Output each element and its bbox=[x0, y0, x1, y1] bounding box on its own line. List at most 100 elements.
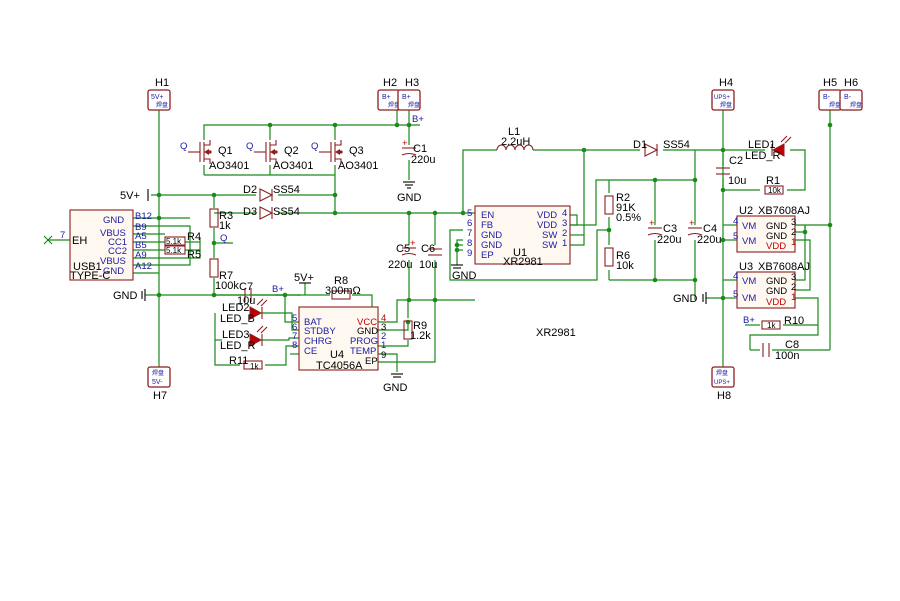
svg-text:GND: GND bbox=[452, 270, 477, 282]
usb-typec-connector: EH 7 USB1 TYPE-C GND VBUS CC1 CC2 VBUS G… bbox=[43, 209, 152, 282]
led-led1: LED1 LED_R bbox=[745, 135, 792, 162]
svg-text:1.2k: 1.2k bbox=[410, 330, 431, 342]
svg-text:UPS+: UPS+ bbox=[714, 380, 730, 386]
svg-text:A9: A9 bbox=[135, 250, 147, 261]
cap-c2: C2 10u bbox=[716, 155, 746, 187]
svg-text:A5: A5 bbox=[135, 231, 147, 242]
svg-text:CC2: CC2 bbox=[108, 246, 127, 257]
inductor-l1: L1 2.2uH bbox=[496, 126, 534, 151]
cap-c4: + C4 220u bbox=[687, 218, 721, 246]
ic-u2-xb7608aj: U2 XB7608AJ VM VM 4 5 GND GND VDD 3 2 1 bbox=[733, 205, 810, 253]
gnd-left: GND bbox=[113, 289, 146, 302]
svg-text:10u: 10u bbox=[237, 295, 255, 307]
hole-h4: H4 UPS+ 焊盘 bbox=[711, 77, 735, 111]
svg-text:LED_R: LED_R bbox=[220, 340, 256, 352]
svg-text:XR2981: XR2981 bbox=[503, 256, 543, 268]
svg-text:焊盘: 焊盘 bbox=[156, 101, 168, 109]
svg-text:2: 2 bbox=[562, 228, 567, 239]
svg-text:XB7608AJ: XB7608AJ bbox=[758, 205, 810, 217]
svg-text:10k: 10k bbox=[768, 186, 782, 195]
svg-text:U3: U3 bbox=[739, 261, 753, 273]
svg-text:8: 8 bbox=[467, 238, 472, 249]
ic-u3-xb7608aj: U3 XB7608AJ VM VM 4 5 GND GND VDD 3 2 1 bbox=[733, 261, 810, 309]
svg-text:220u: 220u bbox=[388, 259, 412, 271]
svg-text:1: 1 bbox=[791, 237, 796, 248]
svg-text:10u: 10u bbox=[728, 175, 746, 187]
svg-text:VDD: VDD bbox=[537, 220, 557, 231]
svg-text:TEMP: TEMP bbox=[350, 346, 376, 357]
svg-text:R5: R5 bbox=[187, 249, 201, 261]
svg-text:1: 1 bbox=[562, 238, 567, 249]
svg-text:1k: 1k bbox=[767, 321, 776, 330]
svg-text:4: 4 bbox=[733, 271, 738, 282]
svg-text:2: 2 bbox=[791, 227, 796, 238]
svg-text:B12: B12 bbox=[135, 211, 152, 222]
cap-c7: C7 10u bbox=[214, 281, 258, 307]
cap-c1: + C1 220u bbox=[401, 138, 435, 166]
svg-text:H2: H2 bbox=[383, 77, 397, 89]
svg-text:H4: H4 bbox=[719, 77, 733, 89]
svg-text:R3: R3 bbox=[219, 210, 233, 222]
svg-text:C8: C8 bbox=[785, 339, 799, 351]
gnd-c1: GND bbox=[397, 181, 422, 204]
net-bplus-r10: B+ bbox=[743, 315, 755, 326]
led-led2: LED2 LED_B bbox=[220, 298, 268, 325]
led-led3: LED3 LED_R bbox=[220, 325, 268, 352]
svg-text:GND: GND bbox=[673, 293, 698, 305]
svg-text:LED2: LED2 bbox=[222, 302, 250, 314]
svg-text:Q3: Q3 bbox=[349, 145, 364, 157]
gnd-u1: GND bbox=[451, 264, 477, 282]
svg-text:1k: 1k bbox=[219, 220, 231, 232]
resistor-r8: R8 300mΩ bbox=[325, 275, 361, 300]
svg-text:300mΩ: 300mΩ bbox=[325, 285, 361, 297]
svg-text:5V+: 5V+ bbox=[120, 190, 140, 202]
resistor-r11: R11 1k bbox=[229, 355, 263, 371]
svg-text:5V-: 5V- bbox=[152, 379, 163, 386]
svg-text:2: 2 bbox=[381, 331, 386, 342]
svg-text:SS54: SS54 bbox=[663, 139, 690, 151]
diode-d1: D1 SS54 bbox=[633, 139, 690, 157]
svg-text:B9: B9 bbox=[135, 222, 147, 233]
svg-text:C4: C4 bbox=[703, 223, 717, 235]
svg-text:U1: U1 bbox=[513, 247, 527, 259]
net-bplus-label: B+ bbox=[412, 114, 424, 125]
svg-text:GND: GND bbox=[383, 382, 408, 394]
net-5v-r8: 5V+ bbox=[294, 272, 314, 284]
cap-c5: + C5 220u bbox=[388, 238, 417, 271]
svg-text:220u: 220u bbox=[657, 234, 681, 246]
diode-d3: D3 SS54 bbox=[243, 206, 300, 220]
ic-u4-tc4056a: BAT STDBY CHRG CE 5 6 7 8 VCC GND PROG T… bbox=[292, 306, 386, 372]
svg-text:R8: R8 bbox=[334, 275, 348, 287]
mosfet-q2: Q Q2 AO3401 bbox=[246, 140, 313, 172]
svg-text:U2: U2 bbox=[739, 205, 753, 217]
svg-text:R11: R11 bbox=[229, 355, 248, 367]
mosfet-q1: Q Q1 AO3401 bbox=[180, 140, 249, 172]
resistor-r6: R6 10k bbox=[604, 247, 634, 272]
resistor-r10: R10 1k bbox=[761, 315, 804, 330]
svg-text:GND: GND bbox=[481, 240, 502, 251]
svg-text:10u: 10u bbox=[419, 259, 437, 271]
svg-text:EH: EH bbox=[72, 235, 87, 247]
svg-text:STDBY: STDBY bbox=[304, 326, 336, 337]
svg-text:U4: U4 bbox=[330, 349, 344, 361]
hole-h3: H3 B+ 焊盘 bbox=[397, 77, 421, 111]
svg-text:焊盘: 焊盘 bbox=[388, 101, 400, 109]
svg-text:R7: R7 bbox=[219, 270, 233, 282]
svg-text:R10: R10 bbox=[784, 315, 804, 327]
svg-text:5: 5 bbox=[292, 313, 297, 324]
resistor-r3: R3 1k bbox=[209, 208, 233, 232]
svg-text:焊盘: 焊盘 bbox=[850, 101, 862, 109]
svg-text:CE: CE bbox=[304, 346, 317, 357]
resistor-r1: R1 10k bbox=[764, 175, 784, 195]
svg-text:D2: D2 bbox=[243, 184, 257, 196]
svg-text:4: 4 bbox=[381, 313, 386, 324]
svg-text:SW: SW bbox=[542, 240, 557, 251]
svg-text:EP: EP bbox=[365, 356, 378, 367]
svg-text:焊盘: 焊盘 bbox=[720, 101, 732, 109]
svg-text:5: 5 bbox=[733, 289, 738, 300]
hole-h5: H5 B- 焊盘 bbox=[818, 77, 842, 111]
svg-text:GND: GND bbox=[766, 276, 787, 287]
svg-text:100n: 100n bbox=[775, 350, 799, 362]
